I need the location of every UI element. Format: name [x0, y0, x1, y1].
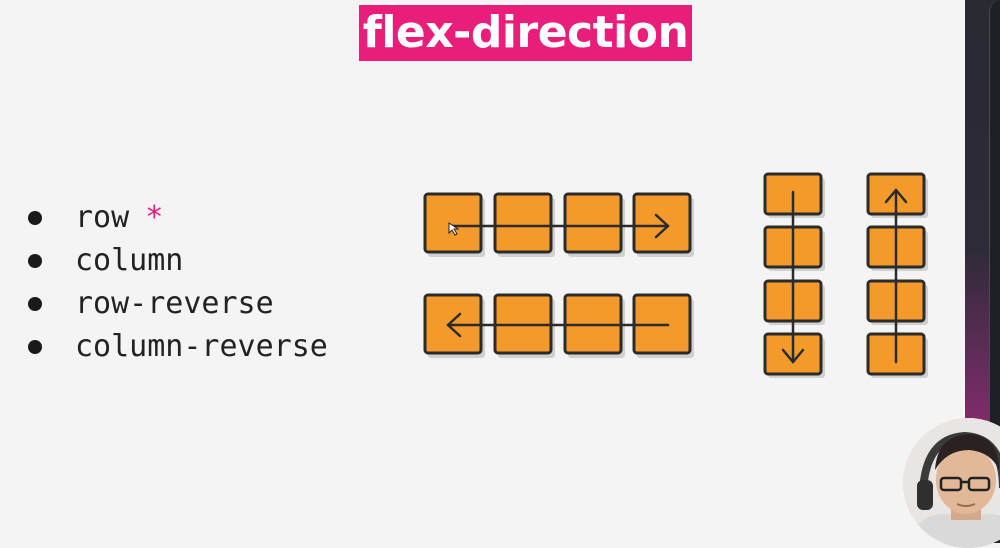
bullet-icon: [28, 339, 42, 354]
option-row-reverse: row-reverse: [28, 282, 328, 325]
option-label: column: [75, 243, 184, 278]
flex-item-box: [632, 192, 692, 254]
webcam-presenter-icon: [903, 418, 1000, 548]
row-diagram: [423, 192, 694, 257]
flex-direction-options-list: row * column row-reverse column-reverse: [28, 196, 328, 368]
slide-title: flex-direction: [359, 5, 692, 61]
option-column-reverse: column-reverse: [28, 325, 328, 368]
column-diagram: [763, 172, 825, 378]
option-column: column: [28, 239, 328, 282]
mouse-cursor-icon: [448, 222, 460, 236]
presentation-slide: flex-direction row * column row-reverse …: [28, 5, 928, 378]
flex-item-box: [493, 192, 553, 254]
bullet-icon: [28, 296, 42, 311]
option-label: row: [75, 200, 130, 235]
dark-panel-edge: [989, 0, 1000, 543]
flex-item-box: [423, 192, 483, 254]
column-reverse-diagram: [866, 172, 928, 378]
row-reverse-diagram: [423, 293, 694, 358]
option-label: column-reverse: [75, 329, 328, 364]
option-label: row-reverse: [75, 286, 274, 321]
bullet-icon: [28, 253, 42, 268]
bullet-icon: [28, 210, 42, 225]
option-row: row *: [28, 196, 328, 239]
default-marker: *: [145, 200, 164, 235]
flex-direction-diagram: [423, 172, 928, 378]
flex-item-box: [563, 192, 623, 254]
